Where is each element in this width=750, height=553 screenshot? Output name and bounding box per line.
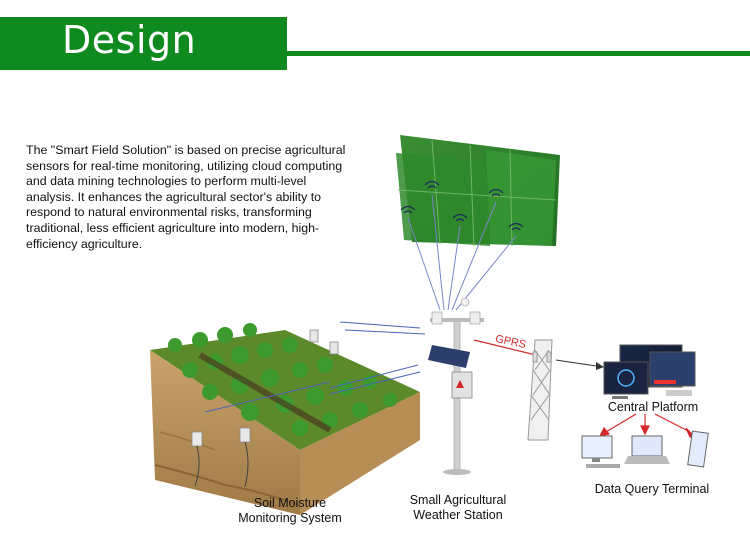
weather-label-line1: Small Agricultural bbox=[409, 493, 507, 507]
soil-sensor-icon bbox=[191, 329, 339, 447]
central-platform-label: Central Platform bbox=[607, 400, 699, 414]
soil-label-line2: Monitoring System bbox=[238, 511, 342, 525]
description-text: The "Smart Field Solution" is based on p… bbox=[26, 143, 346, 251]
signal-tower-illustration bbox=[527, 339, 553, 441]
desktop-terminal-icon bbox=[581, 435, 620, 468]
weather-station-label: Small Agricultural Weather Station bbox=[398, 493, 518, 523]
header-divider bbox=[287, 51, 750, 56]
laptop-terminal-icon bbox=[624, 435, 670, 464]
tower-link-line bbox=[555, 359, 604, 370]
weather-label-line2: Weather Station bbox=[413, 508, 503, 522]
page-title: Design bbox=[62, 18, 197, 62]
wifi-icon bbox=[400, 180, 524, 231]
soil-moisture-label: Soil Moisture Monitoring System bbox=[232, 496, 348, 526]
data-query-terminal-label: Data Query Terminal bbox=[594, 482, 710, 496]
farm-field-illustration bbox=[150, 323, 420, 515]
tablet-terminal-icon bbox=[687, 430, 709, 468]
weather-station-illustration bbox=[428, 297, 484, 475]
soil-label-line1: Soil Moisture bbox=[253, 496, 327, 510]
sensor-signal-lines bbox=[204, 321, 426, 413]
aerial-field-image bbox=[396, 135, 560, 247]
aerial-signal-lines bbox=[407, 193, 517, 311]
central-platform-monitors bbox=[603, 344, 696, 399]
terminal-link-arrows bbox=[598, 413, 696, 438]
header-bar bbox=[0, 17, 287, 70]
